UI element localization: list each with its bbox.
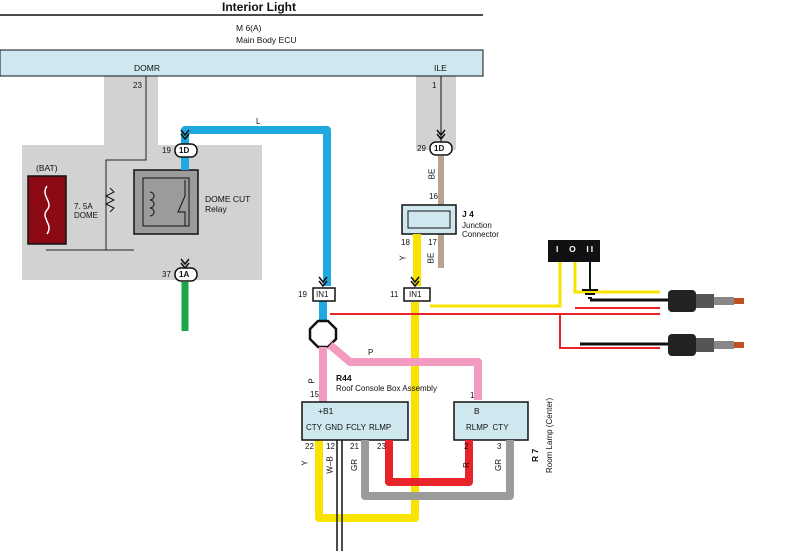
yellow-wire-loop bbox=[315, 302, 419, 522]
diagram-title: Interior Light bbox=[222, 0, 296, 14]
wire-wb: W–B bbox=[325, 456, 335, 474]
r7-code: R 7 bbox=[530, 448, 540, 462]
in1-left-num: 19 bbox=[298, 290, 307, 299]
in1-right-tag: IN1 bbox=[409, 290, 422, 299]
pink-wire-top bbox=[327, 341, 482, 400]
r7-pin2: 2 bbox=[464, 442, 469, 451]
connector-1d-ile bbox=[429, 141, 453, 156]
wire-p-left: P bbox=[307, 378, 317, 384]
junction-pin18: 18 bbox=[401, 238, 410, 247]
r44-pin15: 15 bbox=[310, 390, 319, 399]
conn-19-num: 19 bbox=[162, 146, 171, 155]
pin-ile: ILE bbox=[434, 63, 447, 73]
ecu-bar bbox=[0, 49, 484, 77]
wire-y-1: Y bbox=[398, 255, 408, 261]
yellow-wire-plug1 bbox=[573, 262, 660, 294]
r44-name: Roof Console Box Assembly bbox=[336, 384, 437, 393]
gray-region-domr bbox=[104, 75, 158, 150]
wire-be-2: BE bbox=[426, 252, 436, 264]
plug-2-icon bbox=[668, 334, 744, 356]
gray-region-ile bbox=[416, 75, 456, 150]
connector-1a bbox=[174, 267, 198, 282]
r7-b: B bbox=[474, 406, 480, 416]
wire-be-1: BE bbox=[427, 168, 437, 180]
red-wire-lower bbox=[559, 314, 660, 349]
r7-pins: RLMP CTY bbox=[466, 423, 509, 432]
r44-pins: CTY GND FCLY RLMP bbox=[306, 423, 392, 432]
fuse-icon bbox=[44, 185, 50, 235]
r44-box bbox=[301, 401, 409, 441]
conn-29-num: 29 bbox=[417, 144, 426, 153]
relay-inner bbox=[142, 177, 190, 227]
plug-1-icon bbox=[668, 290, 744, 312]
r7-box bbox=[453, 401, 529, 441]
relay-box bbox=[133, 169, 199, 235]
relay-switch-icon bbox=[177, 180, 186, 226]
conn-37-tag: 1A bbox=[179, 270, 190, 279]
junction-pin17: 17 bbox=[428, 238, 437, 247]
wire-y-bottom: Y bbox=[300, 460, 310, 466]
resistor-icon bbox=[104, 187, 116, 213]
ecu-code: M 6(A) bbox=[236, 23, 262, 33]
splice-octagon bbox=[308, 319, 338, 349]
wire-l-label: L bbox=[256, 117, 261, 126]
junction-inner bbox=[407, 210, 451, 229]
wire-r: R bbox=[461, 462, 471, 468]
wire-gr-1: GR bbox=[350, 459, 359, 471]
in1-right-num: 11 bbox=[390, 290, 399, 299]
junction-box bbox=[401, 204, 457, 235]
junction-code: J 4 bbox=[462, 209, 474, 219]
wire-gr-2: GR bbox=[494, 459, 503, 471]
connector-in1-right bbox=[403, 287, 431, 302]
battery-label: (BAT) bbox=[36, 163, 58, 173]
connector-1d-top bbox=[174, 143, 198, 158]
yellow-wire-switch bbox=[430, 262, 562, 308]
wire-p-top: P bbox=[368, 348, 374, 357]
conn-29-tag: 1D bbox=[434, 144, 445, 153]
r7-pin3: 3 bbox=[497, 442, 502, 451]
connector-in1-left bbox=[312, 287, 336, 302]
in1-left-tag: IN1 bbox=[316, 290, 329, 299]
junction-pin16: 16 bbox=[429, 192, 438, 201]
pin-ile-num: 1 bbox=[432, 81, 437, 90]
switch-body bbox=[548, 240, 600, 262]
relay-coil-icon bbox=[149, 191, 155, 217]
gray-wire-cty bbox=[361, 440, 514, 500]
r44-code: R44 bbox=[336, 373, 352, 383]
r44-plus-b1: +B1 bbox=[318, 406, 334, 416]
junction-name: Junction Connector bbox=[462, 221, 499, 239]
fuse-label: 7. 5A DOME bbox=[74, 202, 98, 220]
conn-37-num: 37 bbox=[162, 270, 171, 279]
pin-domr: DOMR bbox=[134, 63, 160, 73]
red-wire-rlmp bbox=[385, 440, 473, 486]
conn-19-tag: 1D bbox=[179, 146, 190, 155]
r44-pin22: 22 bbox=[305, 442, 314, 451]
pin-domr-num: 23 bbox=[133, 81, 142, 90]
relay-label: DOME CUT Relay bbox=[205, 194, 251, 214]
r7-pin1: 1 bbox=[470, 391, 475, 400]
ecu-name: Main Body ECU bbox=[236, 35, 297, 45]
r7-name: Room Lamp (Center) bbox=[545, 397, 554, 473]
switch-labels: I O II bbox=[556, 244, 596, 254]
r44-pin21: 21 bbox=[350, 442, 359, 451]
r44-pin12: 12 bbox=[326, 442, 335, 451]
r44-pin23: 23 bbox=[377, 442, 386, 451]
